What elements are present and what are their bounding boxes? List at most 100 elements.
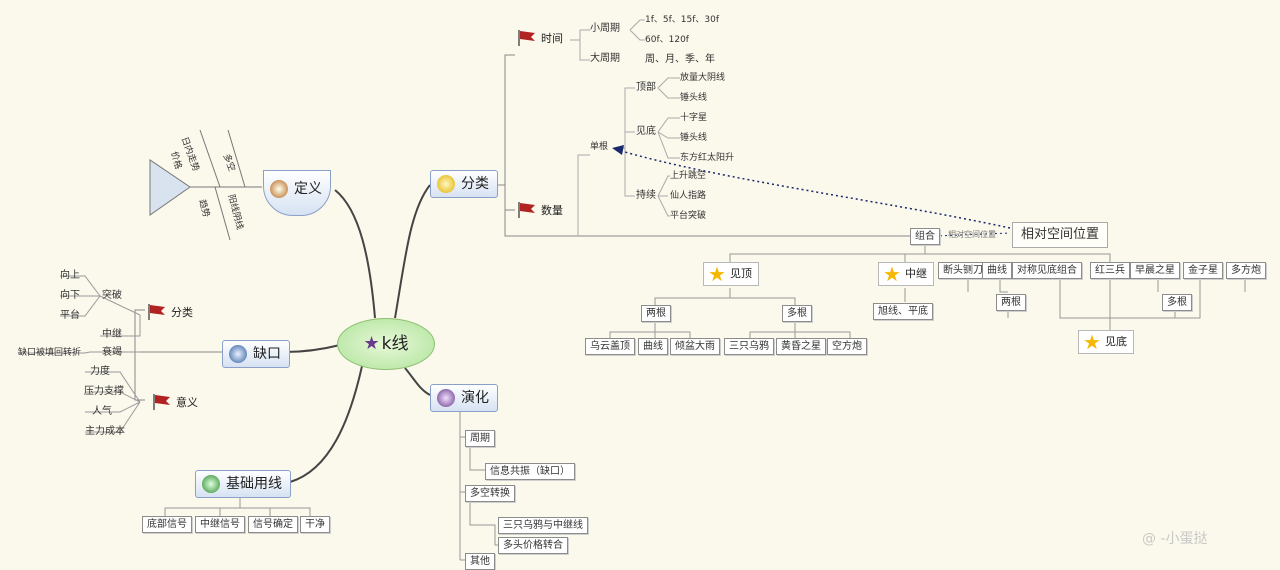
top-many-node[interactable]: 多根 (782, 305, 812, 322)
central-topic-label: k线 (381, 334, 409, 354)
gap-meaning-item: 力度 (90, 366, 110, 377)
evolution-item[interactable]: 三只乌鸦与中继线 (498, 517, 588, 534)
star-icon: ★ (363, 333, 380, 354)
star-icon: ★ (708, 262, 726, 286)
short-values-1: 1f、5f、15f、30f (645, 15, 720, 25)
bottom-item[interactable]: 金子星 (1183, 262, 1223, 279)
top-two-item[interactable]: 倾盆大雨 (670, 338, 720, 355)
long-cycle-label: 大周期 (590, 53, 620, 64)
gap-icon (229, 345, 247, 363)
quantity-node[interactable]: 数量 (515, 200, 563, 222)
flag-icon (153, 394, 170, 410)
watermark: @ -小蛋挞 (1142, 531, 1208, 547)
gap-meaning-node[interactable]: 意义 (150, 392, 198, 414)
gap-exhaust: 衰竭 (102, 347, 122, 358)
gap-up: 向上 (60, 270, 80, 281)
continue-item: 仙人指路 (670, 191, 707, 201)
flag-icon (518, 30, 535, 46)
top-many-item[interactable]: 黄昏之星 (776, 338, 826, 355)
top-two-node[interactable]: 两根 (641, 305, 671, 322)
basics-item[interactable]: 信号确定 (248, 516, 298, 533)
peak-label: 顶部 (636, 82, 656, 93)
continue-item: 平台突破 (670, 211, 707, 221)
short-values-2: 60f、120f (645, 35, 689, 45)
gap-meaning-label: 意义 (176, 396, 198, 409)
bottom-many-node[interactable]: 多根 (1162, 294, 1192, 311)
central-topic[interactable]: ★k线 (337, 318, 435, 370)
quantity-label: 数量 (541, 204, 563, 217)
flag-icon (518, 202, 535, 218)
basics-item[interactable]: 中继信号 (195, 516, 245, 533)
peak-item: 放量大阴线 (680, 73, 726, 83)
topic-evolution[interactable]: 演化 (430, 384, 498, 412)
bottom-item[interactable]: 多方炮 (1226, 262, 1266, 279)
topic-gap[interactable]: 缺口 (222, 340, 290, 368)
time-label: 时间 (541, 32, 563, 45)
topic-definition[interactable]: 定义 (263, 170, 331, 216)
reversal-item: 锤头线 (680, 133, 708, 143)
top-many-item[interactable]: 三只乌鸦 (724, 338, 774, 355)
topic-gap-label: 缺口 (253, 346, 281, 362)
topic-evolution-label: 演化 (461, 390, 489, 406)
bottom-item[interactable]: 对称见底组合 (1012, 262, 1082, 279)
evolution-item[interactable]: 周期 (465, 430, 495, 447)
time-node[interactable]: 时间 (515, 28, 563, 50)
top-two-item[interactable]: 乌云盖顶 (585, 338, 635, 355)
flag-icon (148, 304, 165, 320)
single-label: 单根 (590, 142, 609, 152)
long-values: 周、月、季、年 (645, 54, 715, 65)
gap-type-label: 分类 (171, 306, 193, 319)
definition-icon (270, 180, 288, 198)
gap-breakout: 突破 (102, 290, 122, 301)
classification-icon (437, 175, 455, 193)
topic-definition-label: 定义 (294, 181, 322, 197)
topic-basics[interactable]: 基础用线 (195, 470, 291, 498)
short-cycle-label: 小周期 (590, 23, 620, 34)
reversal-label: 见底 (636, 126, 656, 137)
continue-item: 上升跳空 (670, 171, 707, 181)
evolution-item[interactable]: 多空转换 (465, 485, 515, 502)
middle-label: 中继 (905, 267, 927, 280)
top-node[interactable]: ★ 见顶 (703, 262, 759, 286)
evolution-item[interactable]: 其他 (465, 553, 495, 570)
bottom-item[interactable]: 早晨之星 (1130, 262, 1180, 279)
bottom-item[interactable]: 红三兵 (1090, 262, 1130, 279)
star-icon: ★ (1083, 330, 1101, 354)
gap-down: 向下 (60, 290, 80, 301)
middle-item[interactable]: 旭线、平底 (873, 303, 933, 320)
basics-item[interactable]: 干净 (300, 516, 330, 533)
evolution-item[interactable]: 信息共振（缺口） (485, 463, 575, 480)
gap-middle: 中继 (102, 329, 122, 340)
continue-label: 持续 (636, 190, 656, 201)
bottom-label: 见底 (1105, 335, 1127, 348)
gap-meaning-item: 主力成本 (85, 426, 125, 437)
top-many-item[interactable]: 空方炮 (827, 338, 867, 355)
topic-basics-label: 基础用线 (226, 476, 282, 492)
star-icon: ★ (883, 262, 901, 286)
bottom-node[interactable]: ★ 见底 (1078, 330, 1134, 354)
top-label: 见顶 (730, 267, 752, 280)
reversal-item: 东方红太阳升 (680, 153, 735, 163)
bottom-two-node[interactable]: 两根 (996, 294, 1026, 311)
gap-type-node[interactable]: 分类 (145, 302, 193, 324)
gap-meaning-item: 人气 (92, 406, 112, 417)
middle-node[interactable]: ★ 中继 (878, 262, 934, 286)
top-two-item[interactable]: 曲线 (638, 338, 668, 355)
bottom-item[interactable]: 断头铡刀 (938, 262, 988, 279)
gap-meaning-item: 压力支撑 (84, 386, 124, 397)
topic-classification[interactable]: 分类 (430, 170, 498, 198)
basics-icon (202, 475, 220, 493)
evolution-item[interactable]: 多头价格转合 (498, 537, 568, 554)
gap-platform: 平台 (60, 310, 80, 321)
basics-item[interactable]: 底部信号 (142, 516, 192, 533)
bottom-item[interactable]: 曲线 (982, 262, 1012, 279)
peak-item: 锤头线 (680, 93, 708, 103)
relative-note: 相对空间位置 (948, 230, 996, 239)
evolution-icon (437, 389, 455, 407)
combination-node[interactable]: 组合 (910, 228, 940, 245)
topic-classification-label: 分类 (461, 176, 489, 192)
gap-failure: 缺口被填回转折 (18, 348, 82, 358)
relative-position-node[interactable]: 相对空间位置 (1012, 222, 1109, 248)
